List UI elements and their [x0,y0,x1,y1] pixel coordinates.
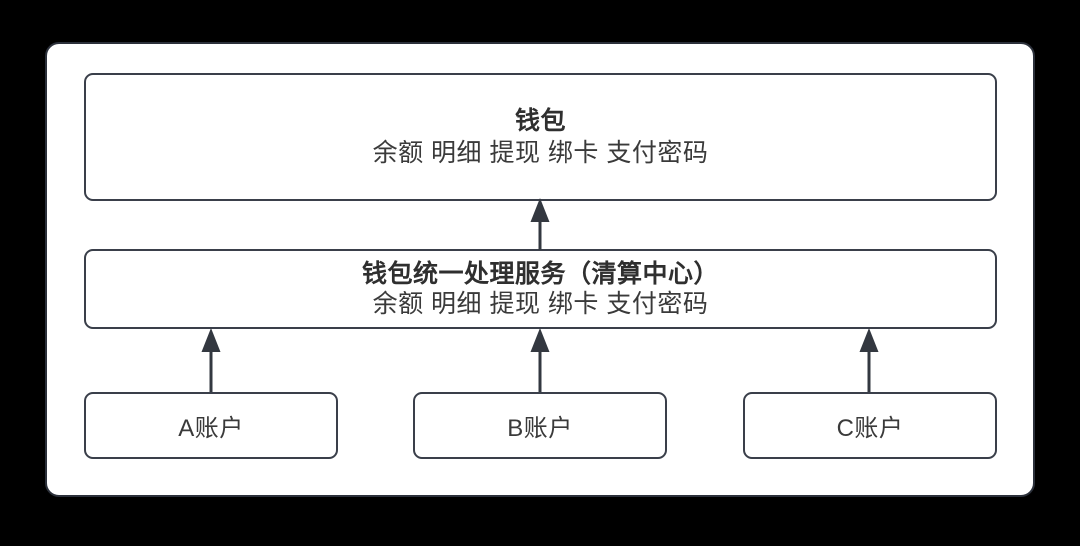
node-clearing-center-subtitle: 余额 明细 提现 绑卡 支付密码 [372,290,709,318]
node-wallet-title: 钱包 [514,106,566,135]
node-clearing-center[interactable]: 钱包统一处理服务（清算中心） 余额 明细 提现 绑卡 支付密码 [84,249,997,329]
node-wallet[interactable]: 钱包 余额 明细 提现 绑卡 支付密码 [84,73,997,201]
node-account-c[interactable]: C账户 [743,392,997,459]
node-account-c-label: C账户 [836,415,904,442]
node-clearing-center-title: 钱包统一处理服务（清算中心） [361,259,719,288]
node-account-a-label: A账户 [178,415,244,442]
node-wallet-subtitle: 余额 明细 提现 绑卡 支付密码 [372,139,709,167]
node-account-b[interactable]: B账户 [413,392,667,459]
node-account-b-label: B账户 [507,415,573,442]
node-account-a[interactable]: A账户 [84,392,338,459]
